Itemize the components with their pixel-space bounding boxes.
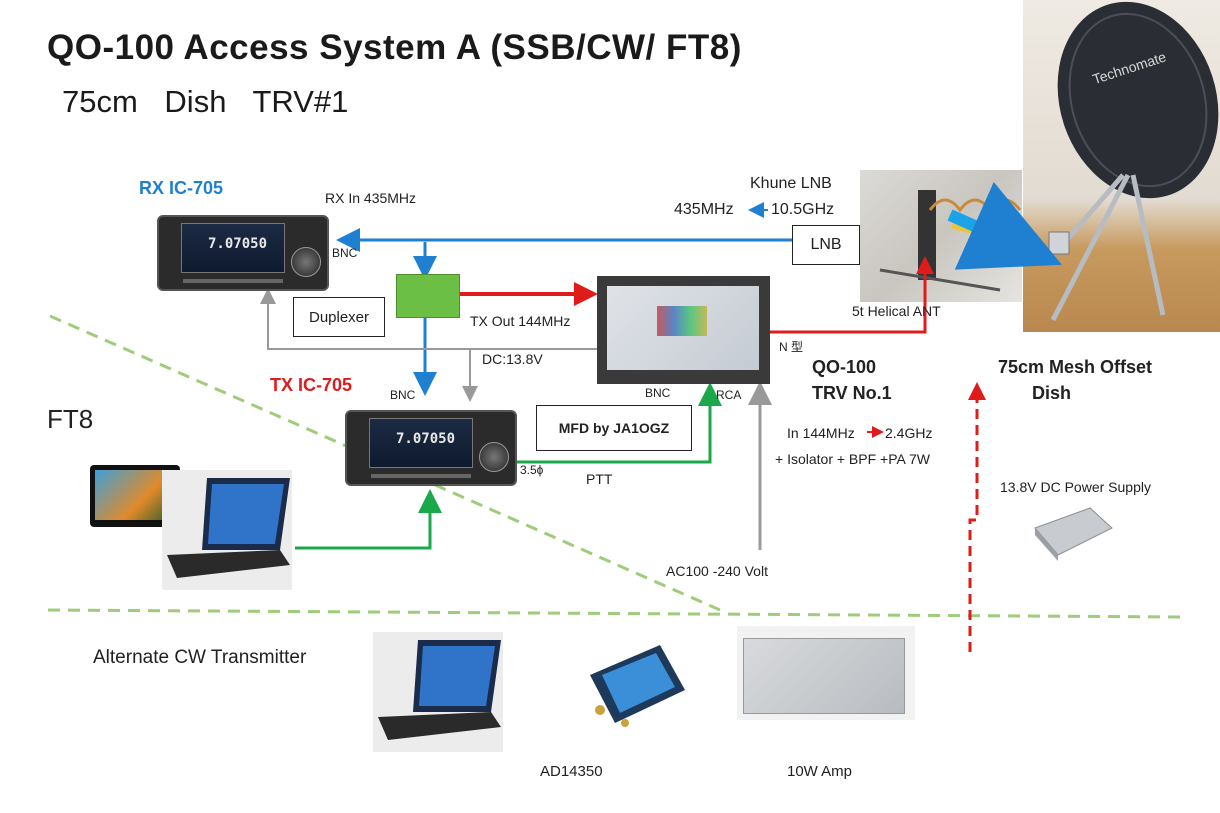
- lnb-box: LNB: [792, 225, 860, 265]
- lnb-freq-right: 10.5GHz: [771, 201, 835, 218]
- amp-label: 10W Amp: [787, 763, 853, 780]
- jack-label: 3.5ϕ: [520, 463, 544, 477]
- mfd-label: MFD by JA1OGZ: [558, 420, 670, 436]
- trv-in-label-b: 2.4GHz: [885, 425, 933, 441]
- ptt-label: PTT: [586, 471, 613, 487]
- psu-line: [968, 382, 986, 652]
- trv-photo: [597, 276, 770, 384]
- pc-to-tx-line: [295, 489, 442, 550]
- helical-antenna-label: 5t Helical ANT: [852, 303, 941, 319]
- amp-photo: [737, 626, 915, 720]
- dc-label: DC:13.8V: [482, 351, 543, 367]
- ad14350-photo: [580, 635, 690, 730]
- trv-chain-label: + Isolator + BPF +PA 7W: [775, 451, 930, 467]
- rx-frequency-display: 7.07050: [208, 236, 268, 252]
- dish-label-line2: Dish: [1032, 383, 1072, 403]
- feed-arrow: [947, 181, 1062, 270]
- khune-lnb-label: Khune LNB: [750, 175, 832, 192]
- rx-in-label: RX In 435MHz: [325, 190, 417, 206]
- power-supply-photo: [1030, 503, 1115, 563]
- dish-icon: Technomate: [1048, 1, 1219, 322]
- ad-label: AD14350: [540, 763, 603, 780]
- trv-to-antenna-line: [765, 256, 934, 334]
- cw-laptop-photo: [373, 632, 503, 752]
- tx-out-label: TX Out 144MHz: [470, 313, 571, 329]
- tx-radio: 7.07050: [345, 410, 517, 486]
- duplexer-label-box: Duplexer: [293, 297, 385, 337]
- ac-label: AC100 -240 Volt: [666, 563, 768, 579]
- lnb-label: LNB: [810, 236, 842, 253]
- tx-tuning-knob-icon: [479, 442, 509, 472]
- rx-radio: 7.07050: [157, 215, 329, 291]
- dish-label-line1: 75cm Mesh Offset: [998, 357, 1153, 377]
- bnc-rx-label: BNC: [332, 246, 358, 260]
- tx-frequency-display: 7.07050: [396, 431, 456, 447]
- page-title: QO-100 Access System A (SSB/CW/ FT8): [47, 28, 742, 67]
- trv-label-line2: TRV No.1: [812, 383, 892, 403]
- trv-in-label-a: In 144MHz: [787, 425, 855, 441]
- psu-label: 13.8V DC Power Supply: [1000, 479, 1151, 495]
- rca-label: RCA: [716, 388, 742, 402]
- tx-radio-label: TX IC-705: [270, 375, 353, 395]
- bnc-tx-label: BNC: [390, 388, 416, 402]
- ft8-laptop-photo: [162, 470, 292, 590]
- alt-cw-label: Alternate CW Transmitter: [93, 647, 307, 668]
- bnc-trv-label: BNC: [645, 386, 671, 400]
- duplexer-label: Duplexer: [308, 308, 370, 326]
- dish-photo: Technomate: [1023, 0, 1220, 332]
- dc-line: [260, 288, 598, 350]
- n-type-label: N 型: [779, 340, 804, 354]
- divider-horizontal: [47, 608, 1186, 619]
- mfd-box: MFD by JA1OGZ: [536, 405, 692, 451]
- page-subtitle: 75cm Dish TRV#1: [62, 84, 349, 119]
- duplexer-block: [396, 274, 460, 318]
- ft8-label: FT8: [47, 404, 94, 434]
- rx-radio-label: RX IC-705: [139, 178, 224, 198]
- rx-tuning-knob-icon: [291, 247, 321, 277]
- trv-label-line1: QO-100: [812, 357, 877, 377]
- lnb-freq-left: 435MHz: [674, 201, 734, 218]
- ptt-line: [515, 382, 722, 464]
